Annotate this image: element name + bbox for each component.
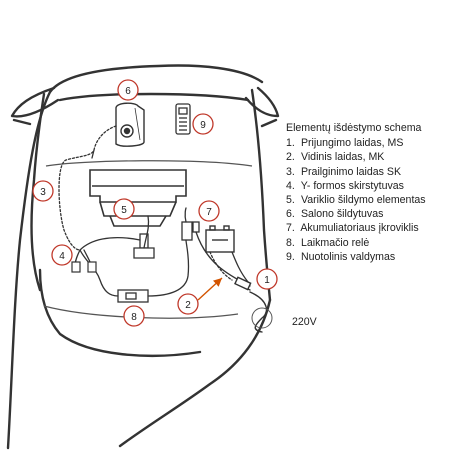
callout-6-label: 6 — [125, 86, 131, 97]
legend-item: 9. Nuotolinis valdymas — [286, 250, 450, 264]
callout-2: 2 — [177, 293, 199, 315]
legend-item-number: 2. — [286, 151, 295, 164]
legend-item-label: Salono šildytuvas — [300, 208, 384, 221]
cables — [58, 125, 251, 297]
callout-5: 5 — [113, 198, 135, 220]
connection-cable — [234, 276, 273, 333]
legend-item: 1. Prijungimo laidas, MS — [286, 136, 450, 150]
remote-control — [175, 103, 191, 135]
legend-item-number: 4. — [286, 179, 295, 192]
legend-item-label: Y- formos skirstytuvas — [300, 179, 404, 192]
callout-3: 3 — [32, 180, 54, 202]
y-splitter — [71, 261, 97, 273]
inner-cable-connector — [181, 221, 200, 241]
callout-9-label: 9 — [200, 120, 206, 131]
legend-item: 7. Akumuliatoriaus įkroviklis — [286, 221, 450, 235]
legend-item-label: Variklio šildymo elementas — [300, 194, 426, 207]
legend: Elementų išdėstymo schema 1. Prijungimo … — [286, 121, 450, 264]
legend-item: 3. Prailginimo laidas SK — [286, 165, 450, 179]
callout-4-label: 4 — [59, 251, 65, 262]
legend-title: Elementų išdėstymo schema — [286, 122, 422, 134]
engine-heater-module — [133, 233, 155, 259]
legend-item: 6. Salono šildytuvas — [286, 207, 450, 221]
legend-item-number: 1. — [286, 137, 295, 150]
legend-item: 4. Y- formos skirstytuvas — [286, 179, 450, 193]
callout-8: 8 — [123, 305, 145, 327]
battery-charger — [205, 225, 235, 253]
pointer-arrow — [197, 277, 223, 301]
legend-item: 8. Laikmačio relė — [286, 236, 450, 250]
salon-heater — [115, 102, 145, 147]
callout-5-label: 5 — [121, 205, 127, 216]
legend-item-label: Vidinis laidas, MK — [300, 151, 385, 164]
legend-item-label: Akumuliatoriaus įkroviklis — [300, 222, 419, 235]
callout-9: 9 — [192, 113, 214, 135]
legend-item-number: 9. — [286, 250, 295, 263]
engine-block — [89, 169, 187, 227]
legend-item-label: Laikmačio relė — [300, 236, 370, 249]
callout-1-label: 1 — [264, 275, 270, 286]
legend-item-number: 6. — [286, 208, 295, 221]
callout-1: 1 — [256, 268, 278, 290]
legend-item-number: 7. — [286, 222, 295, 235]
callout-7: 7 — [198, 200, 220, 222]
legend-item-label: Prijungimo laidas, MS — [300, 137, 404, 150]
legend-item-label: Prailginimo laidas SK — [300, 165, 402, 178]
callout-4: 4 — [51, 244, 73, 266]
legend-item: 2. Vidinis laidas, MK — [286, 150, 450, 164]
callout-2-label: 2 — [185, 300, 191, 311]
callout-3-label: 3 — [40, 187, 46, 198]
callout-8-label: 8 — [131, 312, 137, 323]
legend-item-number: 3. — [286, 165, 295, 178]
callout-7-label: 7 — [206, 207, 212, 218]
legend-item: 5. Variklio šildymo elementas — [286, 193, 450, 207]
legend-item-label: Nuotolinis valdymas — [300, 250, 396, 263]
timer-relay — [117, 289, 149, 303]
callout-6: 6 — [117, 79, 139, 101]
legend-item-number: 8. — [286, 236, 295, 249]
legend-item-number: 5. — [286, 194, 295, 207]
voltage-label: 220V — [292, 316, 317, 328]
